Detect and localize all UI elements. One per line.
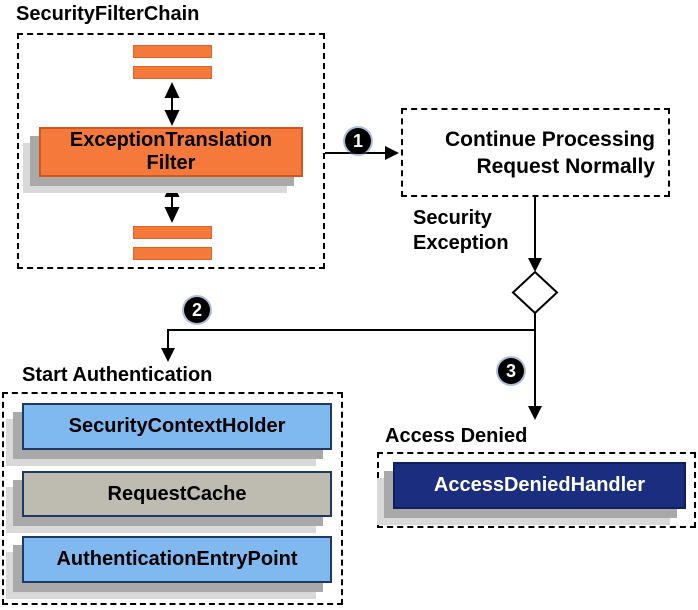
security-exception-label: Security Exception (413, 206, 509, 256)
filter-bar (133, 45, 212, 58)
authentication-entry-point-label: AuthenticationEntryPoint (56, 548, 298, 570)
arrowhead-down-icon (528, 406, 542, 420)
arrowhead-right-icon (385, 146, 399, 160)
step-2-badge: 2 (184, 297, 210, 323)
access-denied-handler-box: AccessDeniedHandler (393, 462, 686, 509)
security-context-holder-label: SecurityContextHolder (68, 415, 286, 437)
filter-bar (133, 226, 212, 239)
step-3-badge: 3 (498, 358, 524, 384)
start-authentication-box (2, 392, 343, 605)
exception-translation-filter-label-line2: Filter (146, 152, 196, 174)
security-exception-line1: Security (413, 207, 492, 229)
filter-bar (133, 247, 212, 260)
authentication-entry-point-box: AuthenticationEntryPoint (22, 536, 332, 583)
filter-bar (133, 66, 212, 79)
request-cache-label: RequestCache (107, 482, 247, 505)
security-context-holder-box: SecurityContextHolder (22, 403, 332, 450)
decision-diamond (511, 270, 559, 315)
start-authentication-title: Start Authentication (22, 364, 213, 386)
request-cache-box: RequestCache (22, 471, 332, 517)
security-filter-chain-box (17, 33, 325, 269)
continue-processing-box: Continue Processing Request Normally (401, 108, 670, 197)
arrowhead-down-icon (161, 348, 175, 362)
access-denied-title: Access Denied (385, 425, 528, 447)
security-exception-line2: Exception (413, 232, 509, 254)
security-filter-chain-title: SecurityFilterChain (16, 3, 200, 25)
branch-2-line (167, 329, 535, 351)
arrowhead-down-icon (528, 258, 542, 272)
exception-translation-filter-box: ExceptionTranslation Filter (39, 127, 303, 177)
step-1-badge: 1 (345, 128, 371, 154)
continue-processing-line1: Continue Processing (444, 127, 655, 151)
exception-translation-filter-label-line1: ExceptionTranslation (69, 129, 273, 151)
continue-processing-line2: Request Normally (476, 154, 655, 178)
access-denied-handler-label: AccessDeniedHandler (433, 474, 646, 496)
